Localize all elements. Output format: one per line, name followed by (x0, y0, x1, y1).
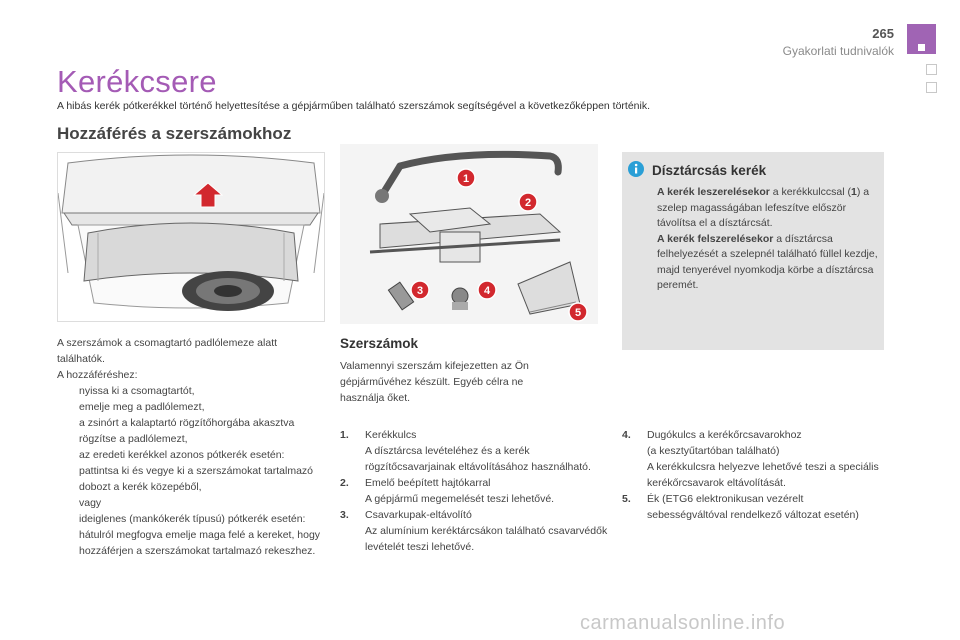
access-paragraph: A szerszámok a csomagtartó padlólemeze a… (57, 337, 278, 365)
callout-4: 4 (477, 280, 497, 300)
svg-text:1: 1 (463, 173, 469, 185)
hubcap-info-box (622, 152, 884, 350)
list-item: az eredeti kerékkel azonos pótkerék eset… (79, 449, 314, 493)
chapter-tab-active[interactable] (907, 24, 936, 54)
list-item: ideiglenes (mankókerék típusú) pótkerék … (79, 513, 321, 557)
info-icon (627, 160, 645, 178)
svg-text:4: 4 (484, 285, 491, 297)
tools-heading: Szerszámok (340, 336, 419, 351)
chapter-tab[interactable] (926, 64, 937, 75)
access-steps: nyissa ki a csomagtartót, emelje meg a p… (57, 383, 322, 495)
hubcap-title: Dísztárcsás kerék (652, 163, 767, 178)
trunk-illustration (57, 152, 325, 322)
chapter-tab[interactable] (926, 82, 937, 93)
list-item: nyissa ki a csomagtartót, (79, 385, 195, 397)
svg-text:5: 5 (575, 307, 581, 319)
arrow-up-icon (192, 182, 224, 208)
intro-text: A hibás kerék pótkerékkel történő helyet… (57, 100, 651, 112)
callout-3: 3 (410, 280, 430, 300)
callout-5: 5 (568, 302, 588, 322)
access-lead: A hozzáféréshez: (57, 369, 138, 381)
access-heading: Hozzáférés a szerszámokhoz (57, 124, 292, 143)
svg-text:2: 2 (525, 197, 531, 209)
section-title: Gyakorlati tudnivalók (782, 44, 894, 58)
list-item: 4.Dugókulcs a kerékőrcsavarokhoz(a keszt… (622, 429, 879, 489)
access-instructions: A szerszámok a csomagtartó padlólemeze a… (57, 335, 322, 559)
tools-illustration: 1 2 3 4 5 (340, 144, 598, 324)
page-title: Kerékcsere (57, 64, 217, 99)
callout-2: 2 (518, 192, 538, 212)
watermark: carmanualsonline.info (580, 612, 786, 634)
tools-list-b: 4.Dugókulcs a kerékőrcsavarokhoz(a keszt… (622, 427, 882, 523)
hubcap-text: A kerék leszerelésekor a kerékkulccsal (… (657, 186, 878, 291)
list-item: emelje meg a padlólemezt, (79, 401, 205, 413)
list-item: a zsinórt a kalaptartó rögzítőhorgába ak… (79, 417, 295, 445)
access-steps-alt: ideiglenes (mankókerék típusú) pótkerék … (57, 511, 322, 559)
callout-1: 1 (456, 168, 476, 188)
list-item: 5.Ék (ETG6 elektronikusan vezérelt sebes… (622, 493, 859, 521)
tools-intro: Valamennyi szerszám kifejezetten az Ön g… (340, 360, 529, 404)
svg-text:3: 3 (417, 285, 423, 297)
or-separator: vagy (79, 497, 102, 509)
page-number: 265 (872, 26, 894, 41)
